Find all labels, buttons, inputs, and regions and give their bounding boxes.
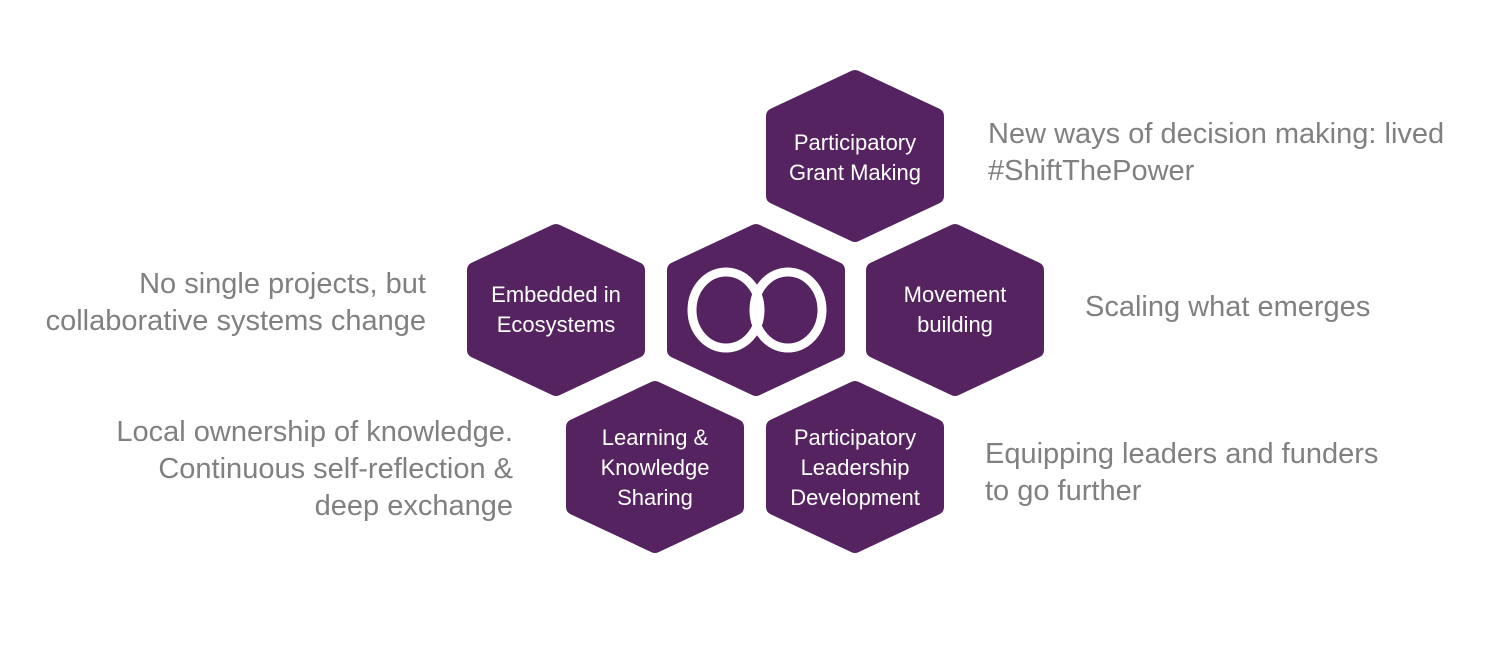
hex-label: Development [790, 485, 920, 510]
infinity-icon [687, 267, 827, 353]
note-learning: Local ownership of knowledge. Continuous… [116, 416, 513, 522]
hex-label: Sharing [617, 485, 693, 510]
hex-leadership: Participatory Leadership Development [774, 389, 936, 545]
note-line: No single projects, but [139, 268, 426, 300]
hex-label: building [917, 312, 993, 337]
hex-label: Embedded in [491, 282, 621, 307]
note-line: Local ownership of knowledge. [116, 416, 513, 448]
note-ecosystems: No single projects, but collaborative sy… [46, 268, 426, 337]
hex-label: Learning & [602, 425, 709, 450]
hex-label: Participatory [794, 425, 916, 450]
note-line: Continuous self-reflection & [158, 453, 513, 485]
note-line: collaborative systems change [46, 305, 426, 337]
hex-grant: Participatory Grant Making [774, 78, 936, 234]
note-movement: Scaling what emerges [1085, 291, 1370, 323]
hex-label: Leadership [801, 455, 910, 480]
note-line: New ways of decision making: lived [988, 118, 1444, 150]
hex-label: Participatory [794, 130, 916, 155]
hex-center [675, 232, 837, 388]
hex-label: Movement [904, 282, 1007, 307]
hex-learning: Learning & Knowledge Sharing [574, 389, 736, 545]
note-line: Equipping leaders and funders [985, 438, 1378, 470]
hex-label: Grant Making [789, 160, 921, 185]
note-line: Scaling what emerges [1085, 291, 1370, 323]
hex-movement: Movement building [874, 232, 1036, 388]
note-line: to go further [985, 475, 1142, 507]
note-line: #ShiftThePower [988, 155, 1195, 187]
note-line: deep exchange [315, 490, 513, 522]
hex-ecosystems: Embedded in Ecosystems [475, 232, 637, 388]
note-grant: New ways of decision making: lived #Shif… [988, 118, 1444, 187]
hex-label: Knowledge [601, 455, 710, 480]
note-leadership: Equipping leaders and funders to go furt… [985, 438, 1378, 507]
hex-label: Ecosystems [497, 312, 616, 337]
